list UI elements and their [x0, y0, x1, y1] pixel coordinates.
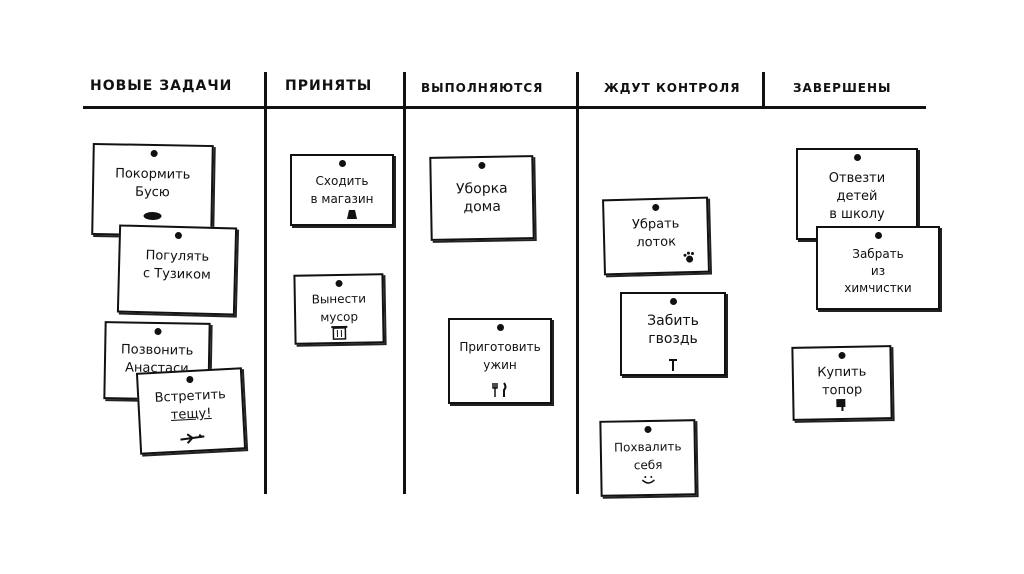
note-text: Вынести мусор	[296, 289, 383, 326]
note-text: Похвалить себя	[602, 437, 695, 475]
sticky-note[interactable]: Покормить Бусю	[91, 143, 214, 237]
sticky-note[interactable]: Сходить в магазин	[290, 154, 394, 226]
column-title-review: ЖДУТ КОНТРОЛЯ	[604, 81, 740, 95]
note-text: Погулять с Тузиком	[120, 247, 235, 286]
sticky-note[interactable]: Забить гвоздь	[620, 292, 726, 376]
sticky-note[interactable]: Встретить тещу!	[136, 367, 246, 454]
column-title-accepted: ПРИНЯТЫ	[285, 78, 372, 94]
note-text: Приготовить ужин	[450, 338, 550, 374]
axe-icon	[834, 398, 850, 412]
paw-icon	[682, 251, 696, 263]
pin-icon	[652, 204, 659, 211]
fork-knife-icon	[491, 382, 509, 398]
column-divider	[403, 72, 406, 108]
note-text: Сходить в магазин	[292, 172, 392, 208]
sticky-note[interactable]: Убрать лоток	[602, 197, 710, 276]
smile-icon	[639, 474, 657, 486]
pin-icon	[154, 328, 161, 335]
note-text: Купить топор	[794, 363, 891, 401]
sticky-note[interactable]: Погулять с Тузиком	[117, 224, 237, 315]
column-divider	[264, 108, 267, 494]
sticky-note[interactable]: Уборка дома	[429, 155, 534, 241]
column-title-done: ЗАВЕРШЕНЫ	[793, 81, 891, 95]
note-text: Забрать из химчистки	[818, 246, 938, 297]
note-text: Убрать лоток	[604, 215, 707, 254]
column-divider	[576, 108, 579, 494]
note-text: Встретить тещу!	[139, 385, 243, 426]
plane-icon	[177, 431, 208, 445]
pin-icon	[670, 298, 677, 305]
pin-icon	[339, 160, 346, 167]
column-divider	[762, 72, 765, 108]
pin-icon	[335, 280, 342, 287]
note-text: Уборка дома	[432, 179, 533, 217]
sticky-note[interactable]: Купить топор	[791, 345, 892, 421]
pin-icon	[644, 426, 651, 433]
bag-icon	[345, 206, 359, 220]
pin-icon	[186, 376, 193, 383]
nail-icon	[667, 358, 679, 372]
pin-icon	[875, 232, 882, 239]
column-title-in-progress: ВЫПОЛНЯЮТСЯ	[421, 81, 543, 95]
pin-icon	[150, 150, 157, 157]
column-divider	[576, 72, 579, 108]
pin-icon	[175, 232, 182, 239]
header-divider	[83, 106, 926, 109]
column-divider	[264, 72, 267, 108]
pin-icon	[854, 154, 861, 161]
pin-icon	[478, 162, 485, 169]
sticky-note[interactable]: Приготовить ужин	[448, 318, 552, 404]
trash-icon	[330, 324, 348, 340]
column-title-new: НОВЫЕ ЗАДАЧИ	[90, 78, 232, 94]
sticky-note[interactable]: Вынести мусор	[293, 273, 384, 345]
sticky-note[interactable]: Похвалить себя	[599, 419, 696, 497]
note-text: Покормить Бусю	[94, 165, 212, 203]
bowl-icon	[141, 210, 163, 222]
pin-icon	[838, 352, 845, 359]
column-divider	[403, 108, 406, 494]
note-text: Забить гвоздь	[622, 312, 724, 348]
sticky-note[interactable]: Забрать из химчистки	[816, 226, 940, 310]
note-text: Отвезти детей в школу	[798, 170, 916, 224]
pin-icon	[497, 324, 504, 331]
